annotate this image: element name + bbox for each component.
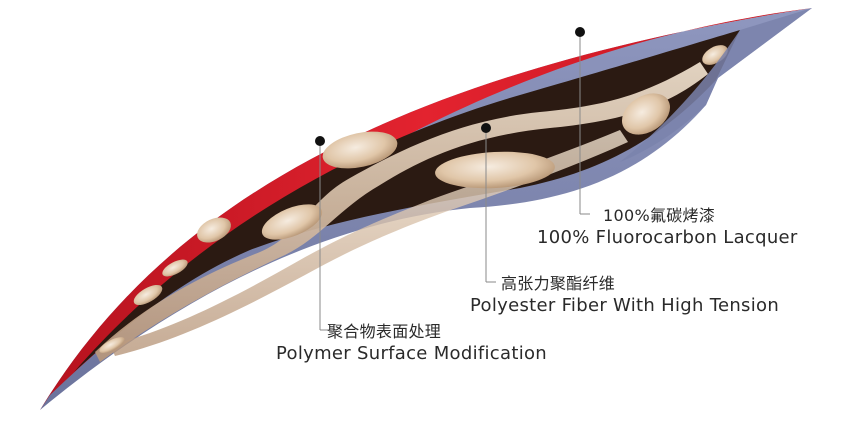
label-lacquer: 100%氟碳烤漆 100% Fluorocarbon Lacquer (537, 206, 798, 250)
fiber-bundle (133, 284, 163, 306)
fiber-strand (95, 62, 708, 362)
label-fiber: 高张力聚酯纤维 Polyester Fiber With High Tensio… (470, 274, 779, 318)
fiber-bundle (99, 337, 125, 353)
label-polymer-en: Polymer Surface Modification (276, 343, 548, 364)
fiber-bundle (621, 93, 671, 135)
fiber-bundle (162, 259, 188, 277)
fiber-bundle (435, 151, 555, 189)
label-lacquer-en: 100% Fluorocarbon Lacquer (537, 227, 798, 248)
fiber-core-cut (74, 30, 740, 372)
polymer-end-face (620, 8, 812, 162)
marker-dot-fiber (481, 123, 491, 133)
label-polymer: 聚合物表面处理 Polymer Surface Modification (276, 322, 547, 366)
label-polymer-zh: 聚合物表面处理 (327, 322, 442, 341)
label-lacquer-zh: 100%氟碳烤漆 (603, 206, 716, 225)
fiber-bundle (197, 217, 231, 243)
label-fiber-zh: 高张力聚酯纤维 (501, 274, 616, 293)
fiber-bundle (322, 131, 398, 169)
fiber-bundle (261, 204, 323, 240)
marker-dot-lacquer (575, 27, 585, 37)
label-fiber-en: Polyester Fiber With High Tension (470, 295, 780, 316)
marker-dot-polymer (315, 136, 325, 146)
